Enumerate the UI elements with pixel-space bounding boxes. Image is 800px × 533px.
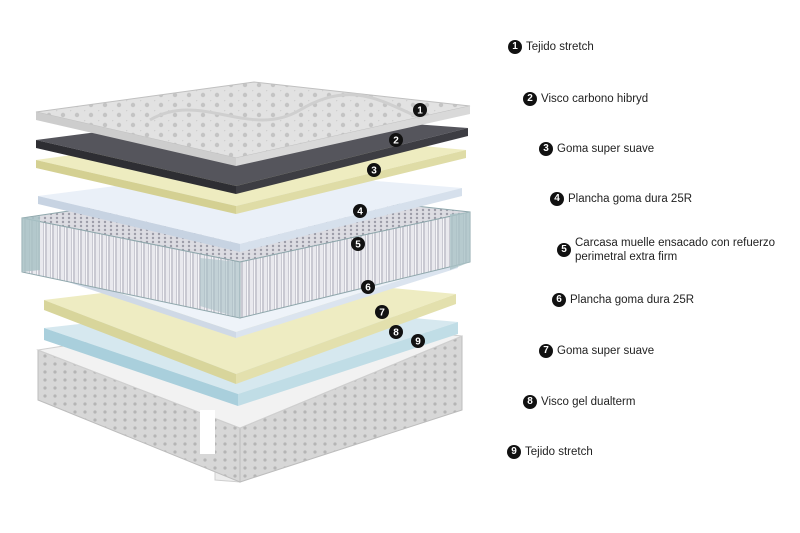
legend-item-2: 2 Visco carbono hibryd <box>523 92 648 106</box>
legend-label-2: Visco carbono hibryd <box>541 93 649 105</box>
marker-8-label: 8 <box>393 328 399 339</box>
marker-3-label: 3 <box>371 166 377 177</box>
legend-label-6: Plancha goma dura 25R <box>570 294 695 306</box>
marker-9: 9 <box>411 334 425 348</box>
marker-6-label: 6 <box>365 283 371 294</box>
legend-item-6: 6 Plancha goma dura 25R <box>552 293 694 307</box>
marker-9-label: 9 <box>415 337 421 348</box>
marker-9-badge-icon <box>411 334 425 348</box>
legend-item-4: 4 Plancha goma dura 25R <box>550 192 692 206</box>
legend-item-1: 1 Tejido stretch <box>508 40 594 54</box>
legend-item-5: 5 Carcasa muelle ensacado con refuerzo p… <box>557 236 775 264</box>
marker-7-label: 7 <box>379 308 385 319</box>
marker-2-label: 2 <box>393 136 399 147</box>
layer-1-quilted-fabric <box>35 81 471 166</box>
legend-label-9: Tejido stretch <box>525 446 593 458</box>
badge-1-icon: 1 <box>508 40 522 54</box>
marker-3: 3 <box>367 163 381 177</box>
badge-5-icon: 5 <box>557 243 571 257</box>
marker-1: 1 <box>413 103 427 117</box>
badge-8-icon: 8 <box>523 395 537 409</box>
marker-2-badge-icon <box>389 133 403 147</box>
marker-7: 7 <box>375 305 389 319</box>
legend-item-9: 9 Tejido stretch <box>507 445 593 459</box>
marker-4: 4 <box>353 204 367 218</box>
legend-label-5: Carcasa muelle ensacado con refuerzo per… <box>575 236 775 264</box>
marker-7-badge-icon <box>375 305 389 319</box>
badge-4-icon: 4 <box>550 192 564 206</box>
marker-1-badge-icon <box>413 103 427 117</box>
marker-5-badge-icon <box>351 237 365 251</box>
legend-item-8: 8 Visco gel dualterm <box>523 395 635 409</box>
legend-item-3: 3 Goma super suave <box>539 142 654 156</box>
marker-8: 8 <box>389 325 403 339</box>
marker-6: 6 <box>361 280 375 294</box>
marker-5-label: 5 <box>355 240 361 251</box>
legend-label-4: Plancha goma dura 25R <box>568 193 693 205</box>
badge-3-icon: 3 <box>539 142 553 156</box>
legend-label-1: Tejido stretch <box>526 41 594 53</box>
badge-9-icon: 9 <box>507 445 521 459</box>
legend-item-7: 7 Goma super suave <box>539 344 654 358</box>
badge-2-icon: 2 <box>523 92 537 106</box>
marker-4-label: 4 <box>357 207 363 218</box>
marker-4-badge-icon <box>353 204 367 218</box>
marker-5: 5 <box>351 237 365 251</box>
marker-3-badge-icon <box>367 163 381 177</box>
marker-8-badge-icon <box>389 325 403 339</box>
badge-6-icon: 6 <box>552 293 566 307</box>
legend-label-5-line-2: perimetral extra firm <box>575 251 678 263</box>
marker-6-badge-icon <box>361 280 375 294</box>
legend-label-3: Goma super suave <box>557 143 655 155</box>
marker-2: 2 <box>389 133 403 147</box>
legend-label-7: Goma super suave <box>557 345 655 357</box>
badge-7-icon: 7 <box>539 344 553 358</box>
marker-1-label: 1 <box>417 106 423 117</box>
legend-label-8: Visco gel dualterm <box>541 396 636 408</box>
layer-markers: 1 2 3 4 5 6 78 9 <box>351 103 427 348</box>
legend-label-5-line-1: Carcasa muelle ensacado con refuerzo <box>575 237 776 249</box>
